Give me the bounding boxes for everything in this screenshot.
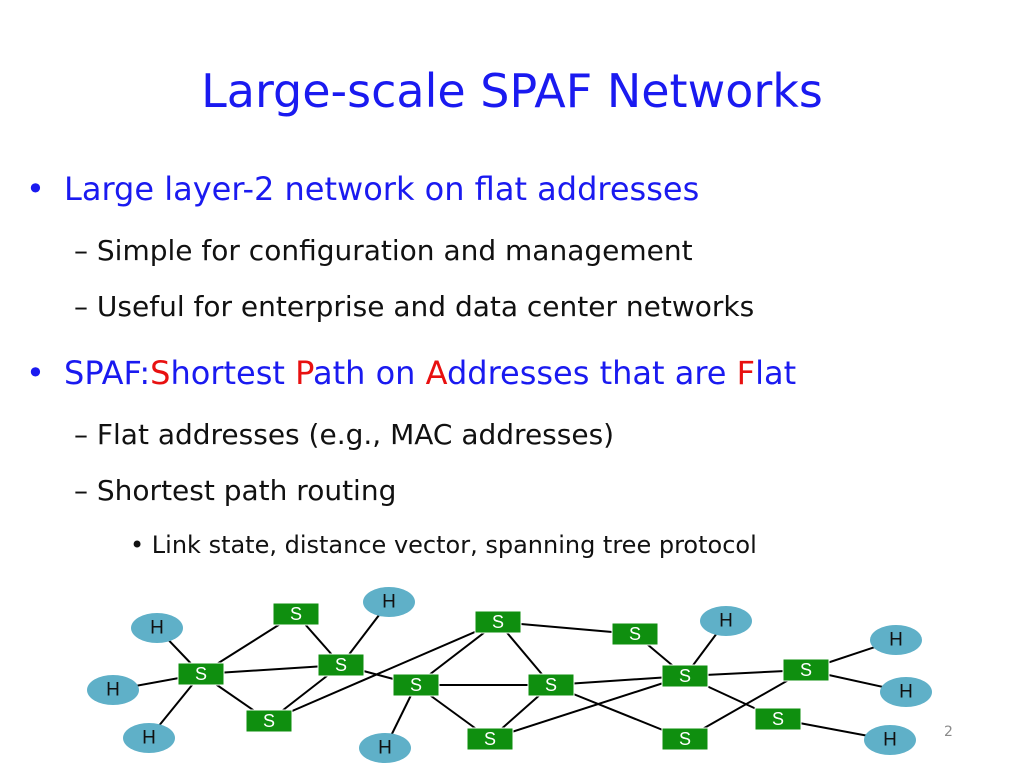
host-ellipse — [880, 677, 932, 707]
bullet-marker: • — [26, 170, 45, 208]
switch-node-s3: S — [317, 653, 365, 677]
spaf-letter-s: S — [150, 354, 171, 392]
switch-label: S — [679, 729, 691, 749]
switch-label: S — [410, 675, 422, 695]
subbullet-simple-config: – Simple for configuration and managemen… — [74, 234, 693, 267]
slide-title: Large-scale SPAF Networks — [201, 64, 823, 118]
host-node-h2: H — [87, 675, 139, 705]
bullet-text: SPAF:Shortest Path on Addresses that are… — [64, 354, 797, 392]
host-node-h1: H — [131, 613, 183, 643]
switch-label: S — [195, 664, 207, 684]
switch-box — [527, 673, 575, 697]
switch-box — [177, 662, 225, 686]
switch-box — [392, 673, 440, 697]
host-label: H — [150, 618, 164, 639]
subbullet-shortest-path: – Shortest path routing — [74, 474, 397, 507]
switch-box — [754, 707, 802, 731]
page-number: 2 — [944, 724, 953, 740]
switch-box — [245, 709, 293, 733]
host-node-h9: H — [864, 725, 916, 755]
switch-label: S — [263, 711, 275, 731]
switch-label: S — [800, 660, 812, 680]
switch-node-s10: S — [661, 664, 709, 688]
switch-box — [611, 622, 659, 646]
subbullet-enterprise: – Useful for enterprise and data center … — [74, 290, 755, 323]
host-label: H — [378, 738, 392, 759]
switch-node-s4: S — [245, 709, 293, 733]
host-label: H — [382, 592, 396, 613]
switch-node-s6: S — [392, 673, 440, 697]
switch-label: S — [335, 655, 347, 675]
host-label: H — [883, 730, 897, 751]
switch-label: S — [484, 729, 496, 749]
switch-box — [466, 727, 514, 751]
host-node-h3: H — [123, 723, 175, 753]
switch-node-s8: S — [466, 727, 514, 751]
bullet-text: Large layer-2 network on flat addresses — [64, 170, 700, 208]
spaf-letter-p: P — [295, 354, 313, 392]
bullet-marker: • — [26, 354, 45, 392]
link-s4-s5 — [268, 621, 499, 722]
host-ellipse — [123, 723, 175, 753]
host-node-h6: H — [700, 606, 752, 636]
switch-label: S — [772, 709, 784, 729]
switch-label: S — [492, 612, 504, 632]
spaf-letter-f: F — [736, 354, 756, 392]
spaf-word-addresses: ddresses that are — [446, 354, 737, 392]
switch-box — [272, 602, 320, 626]
host-ellipse — [870, 625, 922, 655]
switch-node-s11: S — [782, 658, 830, 682]
host-node-h7: H — [870, 625, 922, 655]
host-ellipse — [363, 587, 415, 617]
switch-box — [782, 658, 830, 682]
host-node-h8: H — [880, 677, 932, 707]
host-ellipse — [864, 725, 916, 755]
switch-label: S — [290, 604, 302, 624]
switch-node-s7: S — [527, 673, 575, 697]
host-label: H — [142, 728, 156, 749]
switch-box — [474, 610, 522, 634]
host-ellipse — [131, 613, 183, 643]
switch-label: S — [545, 675, 557, 695]
switch-label: S — [629, 624, 641, 644]
subbullet-flat-addresses: – Flat addresses (e.g., MAC addresses) — [74, 418, 615, 451]
switch-box — [661, 664, 709, 688]
spaf-word-shortest: hortest — [170, 354, 296, 392]
host-node-h5: H — [359, 733, 411, 763]
link-s8-s10 — [489, 675, 686, 740]
switch-node-s13: S — [661, 727, 709, 751]
host-label: H — [106, 680, 120, 701]
host-node-h4: H — [363, 587, 415, 617]
switch-node-s12: S — [754, 707, 802, 731]
host-label: H — [899, 682, 913, 703]
spaf-letter-a: A — [425, 354, 447, 392]
switch-node-s9: S — [611, 622, 659, 646]
switch-node-s5: S — [474, 610, 522, 634]
spaf-word-path: ath on — [312, 354, 426, 392]
host-ellipse — [700, 606, 752, 636]
switch-node-s2: S — [177, 662, 225, 686]
host-ellipse — [87, 675, 139, 705]
switch-label: S — [679, 666, 691, 686]
switch-box — [317, 653, 365, 677]
spaf-prefix: SPAF: — [64, 354, 151, 392]
switch-node-s1: S — [272, 602, 320, 626]
host-label: H — [719, 611, 733, 632]
spaf-word-flat: lat — [755, 354, 797, 392]
host-label: H — [889, 630, 903, 651]
switch-box — [661, 727, 709, 751]
subsubbullet-protocols: • Link state, distance vector, spanning … — [130, 531, 757, 559]
host-ellipse — [359, 733, 411, 763]
